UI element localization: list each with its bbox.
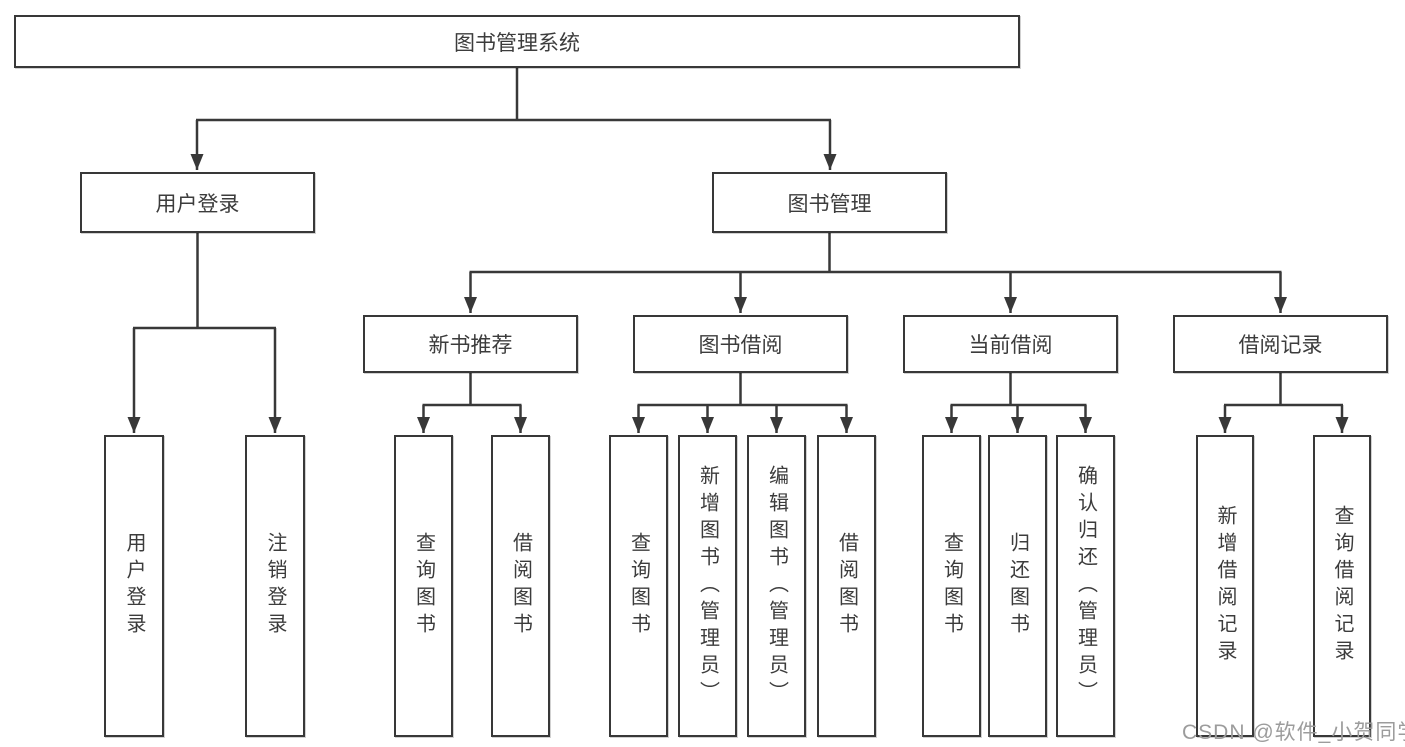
node-leaf-query-borrow-record: 查询借阅记录 <box>1313 435 1371 737</box>
node-system-root: 图书管理系统 <box>14 15 1020 68</box>
node-label: 借阅记录 <box>1238 334 1323 357</box>
node-label: 归还图书 <box>1006 532 1029 640</box>
node-label: 编辑图书（管理员） <box>765 464 788 708</box>
node-leaf-add-borrow-record: 新增借阅记录 <box>1196 435 1254 737</box>
node-leaf-return-books: 归还图书 <box>988 435 1047 737</box>
node-label: 用户登录 <box>123 532 145 640</box>
node-leaf-user-login: 用户登录 <box>104 435 164 737</box>
node-label: 图书借阅 <box>698 334 783 357</box>
node-new-book-recommendation: 新书推荐 <box>363 315 578 373</box>
node-book-borrowing: 图书借阅 <box>633 315 848 373</box>
node-label: 图书管理系统 <box>454 31 580 55</box>
node-label: 查询图书 <box>412 532 435 640</box>
node-leaf-borrow-books: 借阅图书 <box>817 435 876 737</box>
node-leaf-borrow-books: 借阅图书 <box>491 435 550 737</box>
node-label: 新增借阅记录 <box>1214 505 1236 667</box>
node-leaf-edit-books-admin: 编辑图书（管理员） <box>747 435 806 737</box>
node-label: 用户登录 <box>155 192 240 216</box>
node-label: 查询图书 <box>940 532 963 640</box>
node-label: 新书推荐 <box>428 334 513 357</box>
node-book-management: 图书管理 <box>712 172 947 233</box>
node-label: 查询图书 <box>627 532 650 640</box>
node-leaf-query-books: 查询图书 <box>609 435 668 737</box>
node-leaf-confirm-return-admin: 确认归还（管理员） <box>1056 435 1115 737</box>
node-leaf-logout: 注销登录 <box>245 435 305 737</box>
node-borrowing-records: 借阅记录 <box>1173 315 1388 373</box>
csdn-watermark: CSDN @软件_小贺同学 <box>1182 721 1405 744</box>
node-label: 图书管理 <box>787 192 872 216</box>
node-user-login: 用户登录 <box>80 172 315 233</box>
node-leaf-add-books-admin: 新增图书（管理员） <box>678 435 737 737</box>
node-label: 当前借阅 <box>968 334 1053 357</box>
node-leaf-query-books: 查询图书 <box>922 435 981 737</box>
node-current-borrowing: 当前借阅 <box>903 315 1118 373</box>
node-label: 确认归还（管理员） <box>1074 464 1097 708</box>
node-label: 借阅图书 <box>835 532 858 640</box>
node-label: 注销登录 <box>264 532 286 640</box>
node-label: 借阅图书 <box>509 532 532 640</box>
node-leaf-query-books: 查询图书 <box>394 435 453 737</box>
node-label: 查询借阅记录 <box>1331 505 1353 667</box>
node-label: 新增图书（管理员） <box>696 464 719 708</box>
